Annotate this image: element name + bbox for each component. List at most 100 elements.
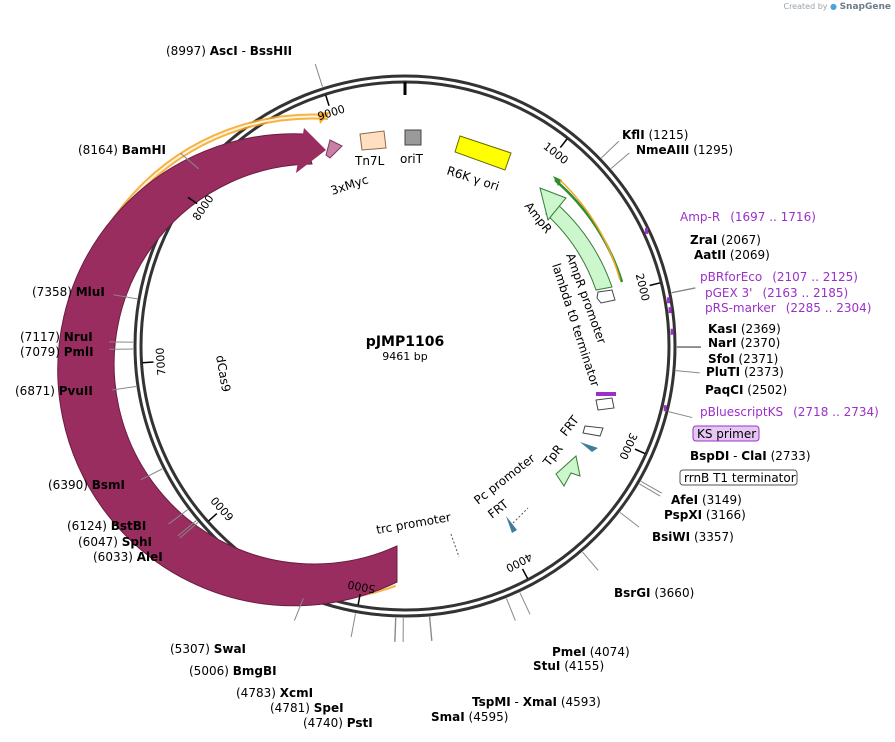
site-label-pmli[interactable]: (7079) PmlI (20, 345, 94, 359)
site-label-asci[interactable]: (8997) AscI - BssHII (166, 44, 292, 58)
frt-lower-arrow (506, 516, 517, 533)
site-label-bamhi[interactable]: (8164) BamHI (78, 143, 166, 157)
pc-promoter-feature (512, 507, 529, 524)
ks-primer-label[interactable]: KS primer (697, 427, 756, 441)
site-label-bspdi[interactable]: BspDI - ClaI (2733) (690, 449, 811, 463)
site-label-nmeaiii[interactable]: NmeAIII (1295) (636, 143, 733, 157)
plasmid-name: pJMP1106 (366, 334, 444, 350)
primer-label[interactable]: pRS-marker(2285 .. 2304) (705, 301, 871, 315)
primer-marker (668, 307, 672, 314)
site-label-zrai[interactable]: ZraI (2067) (690, 233, 761, 247)
site-label-xcmi[interactable]: (4783) XcmI (236, 686, 313, 700)
primer-marker (667, 297, 671, 304)
site-label-mlui[interactable]: (7358) MluI (32, 285, 105, 299)
dcas9-arrowhead (296, 128, 326, 173)
primer-label[interactable]: pBluescriptKS(2718 .. 2734) (700, 405, 879, 419)
site-label-bstbi[interactable]: (6124) BstBI (67, 519, 146, 533)
leader-line (112, 385, 137, 391)
ampr-arrow (545, 202, 613, 291)
site-label-aatii[interactable]: AatII (2069) (694, 248, 770, 262)
tpr-arrow (555, 455, 581, 487)
credit-prefix: Created by (783, 2, 828, 11)
site-label-stui[interactable]: StuI (4155) (533, 659, 604, 673)
site-label-sfoi[interactable]: SfoI (2371) (708, 352, 778, 366)
ruler-tick-1000 (559, 138, 568, 149)
primer-marker (670, 328, 674, 335)
ruler-tick-label: 2000 (633, 272, 652, 302)
frt-lower-label: FRT (485, 497, 511, 522)
ks-primer-box[interactable] (692, 425, 760, 442)
site-label-bmgbi[interactable]: (5006) BmgBI (189, 664, 277, 678)
site-label-nrui[interactable]: (7117) NruI (20, 330, 93, 344)
backbone-outer-ring (133, 74, 677, 618)
site-label-bsmi[interactable]: (6390) BsmI (48, 478, 125, 492)
tn7l-label: Tn7L (354, 154, 385, 168)
terminator-arrow (595, 397, 615, 411)
ampr-orange-line (559, 179, 621, 281)
site-label-kfli[interactable]: KflI (1215) (622, 128, 688, 142)
site-labels: (8997) AscI - BssHII (8164) BamHI (7358) M… (15, 44, 879, 730)
site-label-bsiwi[interactable]: BsiWI (3357) (652, 530, 734, 544)
ruler-tick-label: 5000 (347, 578, 377, 596)
ampr-arrowhead (539, 187, 567, 222)
dcas9-arrow (57, 133, 398, 607)
site-label-sphi[interactable]: (6047) SphI (78, 535, 152, 549)
ruler-tick-label: 9000 (316, 102, 347, 123)
lambda-terminator-feature (596, 392, 616, 396)
trc-promoter-feature (450, 533, 460, 558)
ruler-tick-8000 (187, 196, 198, 205)
ruler-tick-5000 (357, 593, 361, 605)
site-label-afei[interactable]: AfeI (3149) (671, 493, 742, 507)
trc-promoter-label: trc promoter (375, 510, 452, 537)
tn7l-feature (359, 130, 387, 151)
site-label-pmei[interactable]: PmeI (4074) (552, 645, 630, 659)
site-label-bsrgi[interactable]: BsrGI (3660) (614, 586, 694, 600)
site-label-tspmi[interactable]: TspMI - XmaI (4593) (472, 695, 601, 709)
site-label-nari[interactable]: NarI (2370) (708, 336, 780, 350)
site-label-kasi[interactable]: KasI (2369) (708, 322, 781, 336)
leader-line (177, 520, 197, 537)
leader-line (140, 468, 163, 481)
site-label-alei[interactable]: (6033) AleI (93, 550, 163, 564)
primer-label[interactable]: pGEX 3'(2163 .. 2185) (705, 286, 848, 300)
site-label-spei[interactable]: (4781) SpeI (270, 701, 344, 715)
site-label-pluti[interactable]: PluTI (2373) (706, 365, 784, 379)
leader-line (350, 613, 357, 638)
leader-line (113, 294, 138, 300)
plasmid-length: 9461 bp (382, 350, 427, 363)
site-label-pspxi[interactable]: PspXI (3166) (664, 508, 746, 522)
orit-feature (404, 129, 422, 146)
ruler-tick-3000 (634, 448, 646, 455)
r6k-ori-feature (454, 135, 512, 171)
site-label-psti[interactable]: (4740) PstI (303, 716, 373, 730)
r6k-label: R6K γ ori (445, 164, 501, 194)
rrnb-terminator-box[interactable] (679, 469, 798, 486)
tpr-label: TpR (540, 442, 566, 470)
primer-label[interactable]: pBRforEco(2107 .. 2125) (700, 270, 858, 284)
leader-line (179, 522, 199, 539)
primer-marker (645, 227, 649, 234)
primer-marker (663, 405, 667, 412)
ruler-tick-label: 6000 (208, 494, 236, 524)
leader-line (505, 598, 516, 621)
snapgene-logo-icon: ● (830, 2, 838, 11)
site-label-paqci[interactable]: PaqCI (2502) (705, 383, 787, 397)
leader-line (180, 152, 199, 170)
ruler-tick-label: 7000 (154, 347, 169, 376)
ruler-tick-4000 (521, 568, 529, 580)
leader-line (429, 616, 433, 641)
leader-line (519, 592, 531, 615)
site-label-swai[interactable]: (5307) SwaI (170, 642, 246, 656)
leader-line (168, 509, 189, 525)
site-label-smai[interactable]: SmaI (4595) (431, 710, 508, 724)
ruler-tick-label: 3000 (616, 431, 639, 462)
leader-line (639, 483, 661, 497)
primer-label[interactable]: Amp-R(1697 .. 1716) (680, 210, 816, 224)
credit-brand: SnapGene (839, 2, 891, 12)
pc-promoter-label: Pc promoter (471, 451, 537, 507)
leader-line (619, 512, 640, 528)
site-label-pvuii[interactable]: (6871) PvuII (15, 384, 93, 398)
rrnb-terminator-label[interactable]: rrnB T1 terminator (684, 471, 796, 485)
frt-top-label: FRT (557, 413, 582, 439)
